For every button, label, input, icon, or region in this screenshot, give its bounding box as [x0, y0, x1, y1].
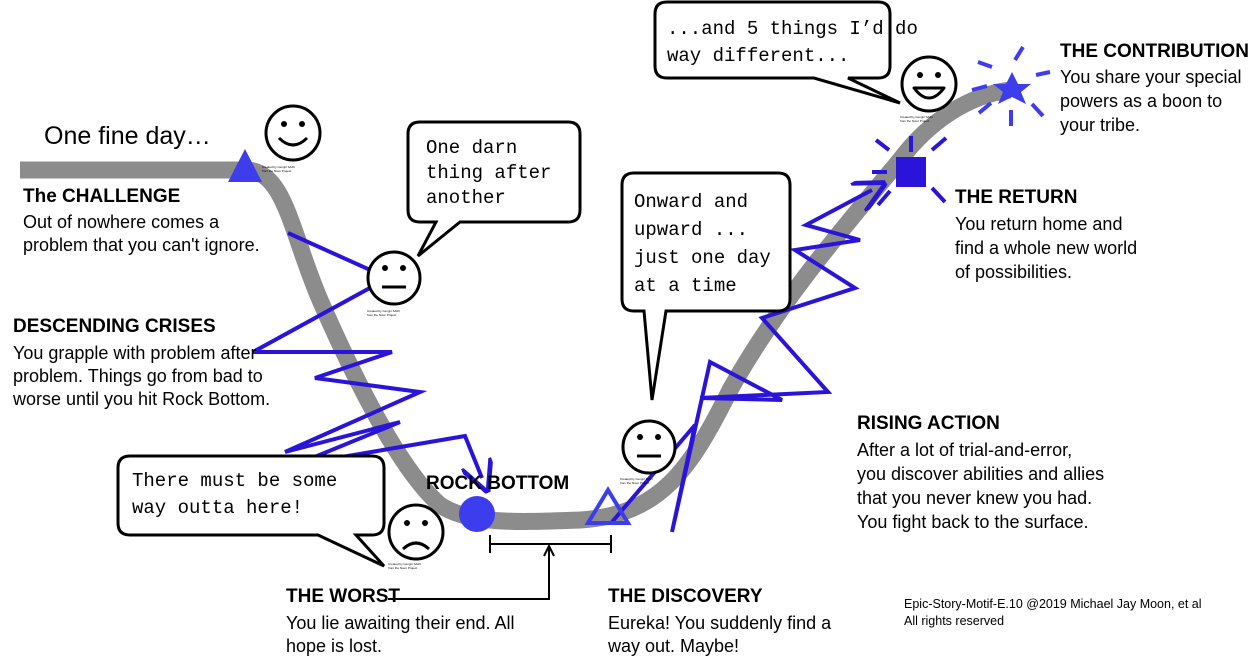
rising-zigzag: [610, 190, 872, 533]
rising-text: After a lot of trial-and-error,you disco…: [857, 440, 1104, 532]
circle-marker-icon: [459, 496, 495, 532]
descending-zigzag: [252, 231, 482, 478]
discovery-bracket: [388, 535, 612, 600]
return-title: THE RETURN: [955, 187, 1077, 208]
smiley-happy-icon: [264, 104, 322, 162]
copyright-credit: Epic-Story-Motif-E.10 @2019 Michael Jay …: [904, 597, 1202, 628]
square-burst-icon: [872, 136, 948, 207]
star-burst-icon: [971, 45, 1051, 126]
outline-triangle-marker-icon: [584, 486, 632, 525]
contribution-title: THE CONTRIBUTION: [1060, 41, 1249, 62]
crises-title: DESCENDING CRISES: [13, 316, 216, 337]
start-label: One fine day…: [44, 122, 211, 150]
rock-bottom-title: ROCK BOTTOM: [426, 473, 569, 494]
story-path: [20, 81, 1012, 530]
challenge-title: The CHALLENGE: [23, 186, 180, 207]
worst-title: THE WORST: [286, 586, 400, 607]
triangle-marker-icon: [228, 149, 262, 182]
rising-title: RISING ACTION: [857, 413, 1000, 434]
smiley-grin-icon: [900, 55, 958, 113]
discovery-title: THE DISCOVERY: [608, 586, 763, 607]
smiley-neutral-icon: [366, 250, 422, 306]
smiley-sad-icon: [387, 503, 445, 561]
smiley-neutral-icon: [621, 419, 677, 475]
